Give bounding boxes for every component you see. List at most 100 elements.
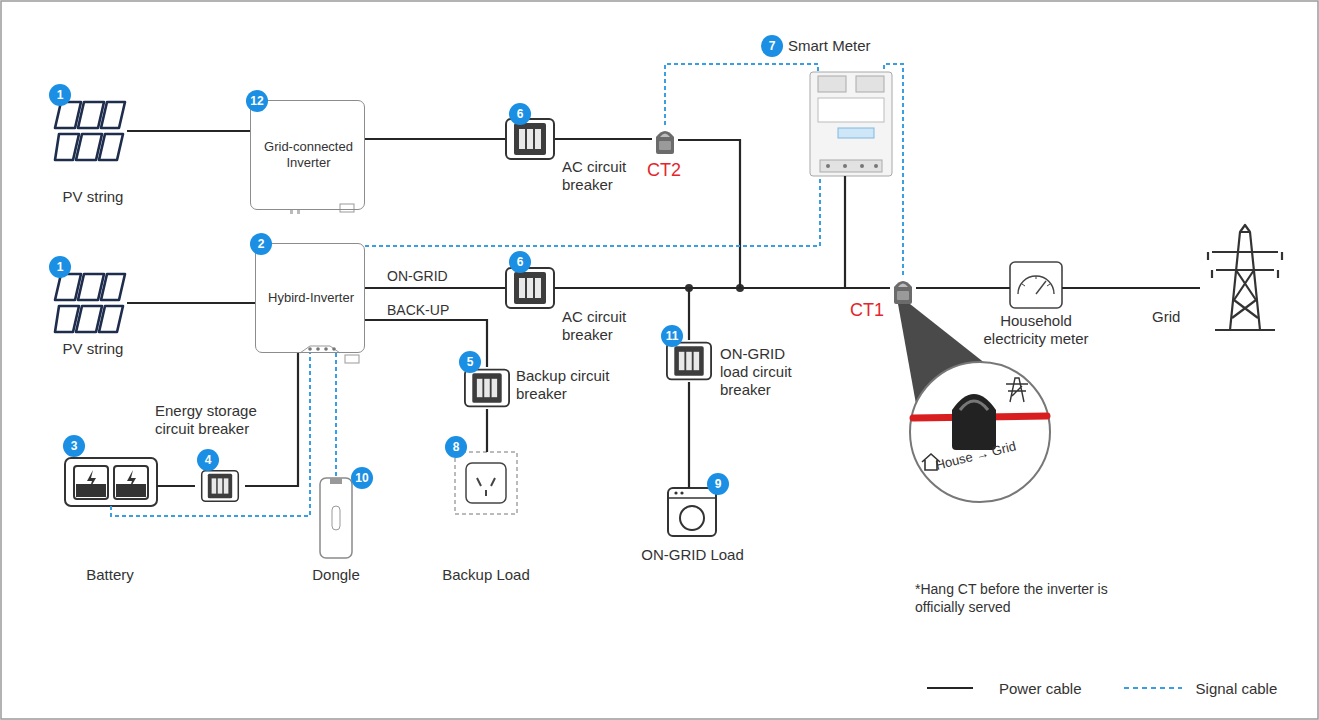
battery-icon [127, 470, 136, 490]
pv-panel-icon [55, 274, 125, 332]
edge-label: BACK-UP [385, 302, 451, 318]
battery-icon [87, 470, 96, 490]
component-label: AC circuit breaker [562, 308, 642, 344]
power-cable [127, 302, 255, 304]
component-label: PV string [38, 188, 148, 206]
callout-number: 7 [761, 35, 783, 57]
component-label: CT1 [850, 300, 890, 320]
smart-meter-icon [856, 76, 884, 92]
pv-string: 1PV string [53, 272, 127, 334]
callout-number: 11 [661, 325, 683, 347]
callout-number: 5 [459, 351, 481, 373]
smart-meter-icon [860, 164, 864, 168]
legend-item: Signal cable [1122, 678, 1278, 698]
smart-meter-icon [810, 72, 892, 176]
battery-icon [65, 458, 157, 506]
smart-meter-icon [810, 72, 892, 176]
breaker-icon [202, 471, 239, 501]
smart-meter-icon [820, 160, 882, 172]
inverter-details [308, 347, 312, 351]
dongle-icon [332, 506, 340, 530]
hybrid-inverter: 2Hybird-Inverter [255, 243, 365, 353]
dongle: 10Dongle [320, 478, 352, 558]
power-cable [555, 138, 652, 140]
ac-breaker: 6AC circuit breaker [505, 267, 555, 309]
callout-number: 8 [445, 436, 467, 458]
component-label: CT2 [647, 160, 697, 180]
smart-meter-icon [874, 164, 878, 168]
ct-inset-magnifier [910, 362, 1050, 502]
power-cable [1062, 287, 1200, 289]
legend-item: Power cable [925, 678, 1082, 698]
component-label: Smart Meter [788, 37, 908, 55]
component-label: Household electricity meter [971, 312, 1101, 348]
component-label: Dongle [296, 566, 376, 584]
breaker-icon [506, 268, 554, 308]
inverter-details [297, 210, 300, 214]
installation-note: *Hang CT before the inverter is official… [915, 580, 1150, 616]
smart-meter-icon [838, 128, 874, 138]
power-cable [365, 138, 505, 140]
load-breaker: 11ON-GRID load circuit breaker [666, 340, 712, 382]
ct-sensor: CT2 [652, 125, 678, 155]
grid-tower-icon [1232, 225, 1258, 318]
household-meter-icon [1010, 262, 1062, 308]
ct-clamp-icon [894, 281, 912, 304]
power-cable [245, 353, 298, 486]
callout-number: 1 [49, 256, 71, 278]
power-cable [845, 176, 890, 288]
inverter-details [332, 347, 336, 351]
component-label: PV string [38, 340, 148, 358]
inverter-details [290, 210, 293, 214]
ct-inset-magnifier [1006, 378, 1028, 402]
inverter-details [300, 346, 340, 353]
dongle-icon [330, 478, 342, 484]
washing-machine-icon [680, 506, 704, 530]
legend-text: Signal cable [1196, 680, 1278, 697]
legend-text: Power cable [999, 680, 1082, 697]
callout-number: 6 [509, 251, 531, 273]
household-meter-icon [1022, 276, 1050, 286]
backup-breaker: 5Backup circuit breaker [464, 367, 510, 409]
callout-number: 3 [63, 435, 85, 457]
legend-line [1124, 687, 1182, 689]
inverter-details [316, 347, 320, 351]
edge-label: ON-GRID [385, 268, 450, 284]
legend-line [927, 687, 973, 689]
inverter-details [340, 204, 354, 212]
dongle-icon [320, 478, 352, 558]
callout-number: 2 [250, 233, 272, 255]
washing-machine-icon [674, 491, 677, 494]
smart-meter: 7Smart Meter [810, 72, 892, 176]
backup-load-socket-icon [455, 452, 517, 514]
power-cable [365, 287, 505, 289]
backup-load-socket-icon [466, 463, 506, 503]
grid-tower-icon [1208, 225, 1282, 330]
washing-machine-icon [680, 491, 683, 494]
power-cable [688, 382, 690, 488]
grid: Grid [1200, 225, 1290, 330]
grid-tower-icon [1208, 252, 1282, 278]
battery-icon [65, 458, 157, 506]
backup-load: 8Backup Load [455, 452, 517, 514]
ct-clamp-icon [656, 131, 674, 154]
washing-machine-icon [668, 497, 716, 499]
legend-sample [1122, 678, 1184, 698]
signal-cable [111, 353, 310, 516]
smart-meter-icon [843, 164, 847, 168]
ct-inset-magnifier [952, 394, 996, 450]
inverter-details [324, 347, 328, 351]
component-label: Grid [1152, 308, 1196, 326]
component-label: ON-GRID Load [620, 546, 765, 564]
backup-load-socket-icon [477, 478, 495, 496]
legend-sample [925, 678, 987, 698]
callout-number: 12 [246, 90, 268, 112]
callout-number: 6 [509, 103, 531, 125]
power-cable [486, 409, 488, 452]
power-cable [157, 485, 195, 487]
